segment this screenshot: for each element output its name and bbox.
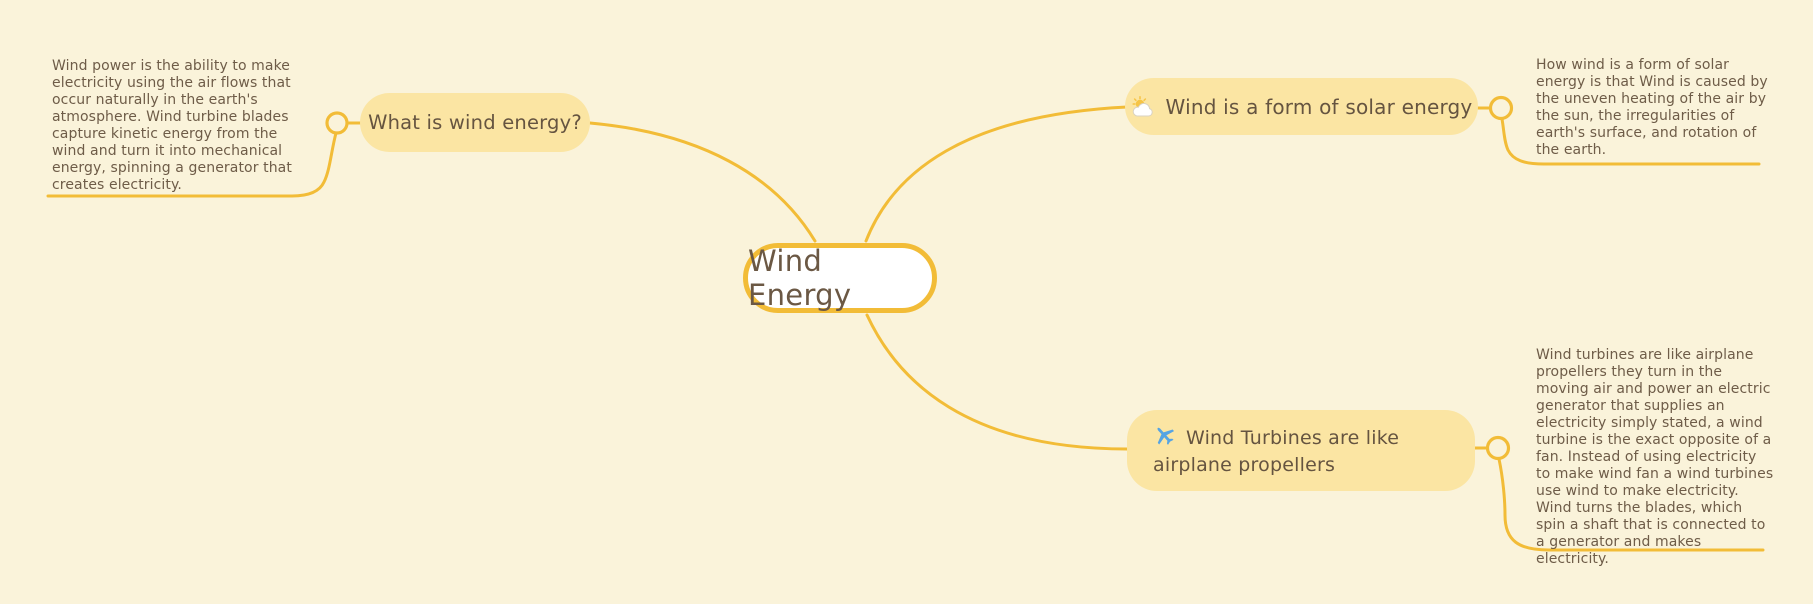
topic-label: What is wind energy? (368, 111, 582, 134)
note-turbines-like-propellers[interactable]: Wind turbines are like airplane propelle… (1536, 347, 1774, 567)
toggle-circle-top-right[interactable] (1488, 95, 1514, 121)
branch-curve-left (588, 121, 817, 243)
topic-label: Wind Turbines are like airplane propelle… (1153, 427, 1400, 476)
toggle-circle-left[interactable] (325, 111, 349, 135)
sun-behind-cloud-icon (1131, 95, 1157, 118)
branch-curve-bottom-right (865, 313, 1129, 451)
note-wind-is-solar-energy[interactable]: How wind is a form of solar energy is th… (1536, 57, 1768, 158)
note-what-is-wind-energy[interactable]: Wind power is the ability to make electr… (52, 58, 292, 193)
topic-label: Wind is a form of solar energy (1165, 94, 1473, 119)
branch-curve-top-right (864, 105, 1129, 243)
topic-wind-is-solar-energy[interactable]: Wind is a form of solar energy (1125, 78, 1478, 135)
note-connector-left (46, 131, 338, 198)
topic-what-is-wind-energy[interactable]: What is wind energy? (360, 93, 590, 152)
root-topic-label: Wind Energy (748, 244, 852, 312)
topic-turbines-like-propellers[interactable]: Wind Turbines are like airplane propelle… (1127, 410, 1475, 491)
note-connector-top-right (1500, 117, 1761, 166)
toggle-circle-bottom-right[interactable] (1485, 435, 1511, 461)
airplane-icon (1153, 424, 1177, 448)
note-connector-bottom-right (1497, 457, 1765, 552)
root-topic-wind-energy[interactable]: Wind Energy (743, 243, 937, 313)
